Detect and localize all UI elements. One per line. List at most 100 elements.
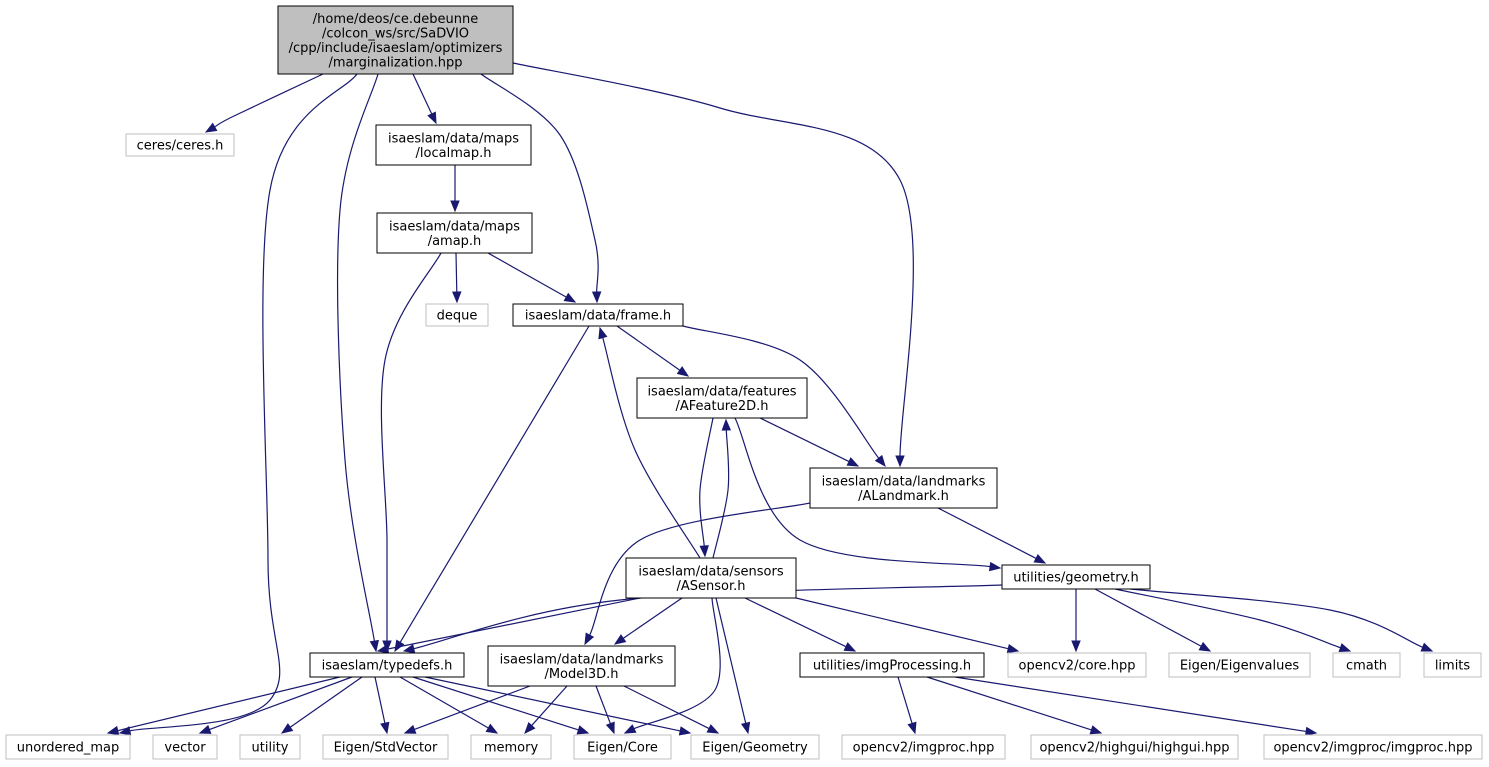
node-label: isaeslam/data/frame.h <box>525 309 671 324</box>
edge-root-to-ceres <box>204 73 324 133</box>
node-label: deque <box>437 309 478 324</box>
node-frame[interactable]: isaeslam/data/frame.h <box>512 303 684 327</box>
node-box <box>799 652 985 678</box>
node-box <box>636 377 808 419</box>
arrowhead-icon <box>376 644 390 654</box>
edge-line <box>487 252 567 298</box>
node-box <box>277 5 514 75</box>
edge-asensor-to-imgproc <box>744 597 857 652</box>
arrowhead-icon <box>524 722 536 735</box>
node-typedefs[interactable]: isaeslam/typedefs.h <box>309 652 465 678</box>
node-localmap[interactable]: isaeslam/data/maps/localmap.h <box>375 124 532 166</box>
edge-line <box>531 685 568 726</box>
edge-asensor-to-frame <box>598 326 701 559</box>
arrowhead-icon <box>402 643 416 654</box>
node-geometry[interactable]: utilities/geometry.h <box>1001 564 1151 590</box>
node-label: utility <box>252 741 289 756</box>
node-label: limits <box>1435 659 1471 674</box>
edge-line <box>744 597 847 648</box>
edge-typedefs-to-unordered_map <box>106 676 341 736</box>
arrowhead-icon <box>1338 643 1352 653</box>
node-box <box>512 303 684 327</box>
edge-afeature-to-alandmark <box>759 417 860 467</box>
node-eigencore: Eigen/Core <box>573 734 672 760</box>
node-cvcore: opencv2/core.hpp <box>1007 652 1147 678</box>
node-label: /localmap.h <box>416 146 492 161</box>
edge-line <box>289 676 363 728</box>
node-label: utilities/geometry.h <box>1013 571 1139 586</box>
node-limits: limits <box>1423 652 1482 678</box>
arrowhead-icon <box>485 723 499 734</box>
edge-asensor-to-afeature <box>712 418 732 559</box>
edge-line <box>380 252 442 642</box>
arrowhead-icon <box>198 724 212 734</box>
node-box <box>309 652 465 678</box>
edge-line <box>209 676 353 731</box>
edge-geometry-to-limits <box>1129 588 1434 652</box>
node-box <box>152 734 218 760</box>
edge-alandmark-to-model3d <box>584 502 811 646</box>
nodes-layer: /home/deos/ce.debeunne/colcon_ws/src/SaD… <box>5 5 1483 760</box>
arrowhead-icon <box>403 724 417 734</box>
node-model3d[interactable]: isaeslam/data/landmarks/Model3D.h <box>487 645 676 687</box>
edge-asensor-to-cvcore <box>795 597 1020 654</box>
arrowhead-icon <box>605 721 615 735</box>
node-label: isaeslam/typedefs.h <box>322 659 453 674</box>
arrowhead-icon <box>427 111 437 125</box>
node-box <box>1007 652 1147 678</box>
node-box <box>841 734 1006 760</box>
arrowhead-icon <box>118 726 132 736</box>
edge-asensor-to-model3d <box>613 597 683 645</box>
edge-line <box>1094 588 1202 647</box>
arrowhead-icon <box>280 723 294 734</box>
edge-model3d-to-eigencore <box>595 685 615 735</box>
node-amap[interactable]: isaeslam/data/maps/amap.h <box>376 212 533 254</box>
node-box <box>809 467 998 509</box>
node-label: isaeslam/data/features <box>647 384 796 399</box>
edge-frame-to-typedefs <box>394 325 590 653</box>
edge-root-to-localmap <box>412 73 437 125</box>
node-label: /AFeature2D.h <box>675 399 768 414</box>
edge-line <box>1129 588 1423 648</box>
edge-afeature-to-geometry <box>734 417 1002 572</box>
node-label: vector <box>164 741 206 756</box>
node-afeature[interactable]: isaeslam/data/features/AFeature2D.h <box>636 377 808 419</box>
node-label: Eigen/Geometry <box>702 741 808 756</box>
edges-layer <box>106 62 1434 737</box>
node-root[interactable]: /home/deos/ce.debeunne/colcon_ws/src/SaD… <box>277 5 514 75</box>
node-alandmark[interactable]: isaeslam/data/landmarks/ALandmark.h <box>809 467 998 509</box>
node-label: /Model3D.h <box>544 667 618 682</box>
edge-afeature-to-asensor <box>699 417 714 558</box>
node-ceres: ceres/ceres.h <box>125 133 235 157</box>
node-imgproc[interactable]: utilities/imgProcessing.h <box>799 652 985 678</box>
edge-line <box>897 676 913 724</box>
node-box <box>322 734 449 760</box>
node-eigenvalues: Eigen/Eigenvalues <box>1168 652 1311 678</box>
edge-line <box>455 252 458 293</box>
arrowhead-icon <box>584 632 595 646</box>
edge-line <box>424 676 681 732</box>
node-label: isaeslam/data/landmarks <box>500 652 664 667</box>
edge-model3d-to-stdvector <box>403 685 531 734</box>
edge-asensor-to-eigengeometry <box>715 597 751 735</box>
edge-line <box>399 676 489 729</box>
edge-alandmark-to-geometry <box>937 507 1047 564</box>
edge-line <box>480 73 599 293</box>
node-label: ceres/ceres.h <box>137 139 224 154</box>
arrowhead-icon <box>623 724 637 734</box>
arrowhead-icon <box>563 292 577 303</box>
edge-line <box>412 676 579 731</box>
edge-asensor-to-eigencore <box>623 597 721 734</box>
edge-line <box>117 676 341 732</box>
arrowhead-icon <box>706 724 720 734</box>
node-box <box>425 303 489 327</box>
edge-root-to-frame <box>480 73 602 304</box>
node-deque: deque <box>425 303 489 327</box>
node-box <box>1423 652 1482 678</box>
edge-line <box>387 597 641 650</box>
node-cmath: cmath <box>1332 652 1401 678</box>
node-label: /amap.h <box>428 234 482 249</box>
node-asensor[interactable]: isaeslam/data/sensors/ASensor.h <box>625 557 797 599</box>
edge-line <box>926 676 1092 731</box>
